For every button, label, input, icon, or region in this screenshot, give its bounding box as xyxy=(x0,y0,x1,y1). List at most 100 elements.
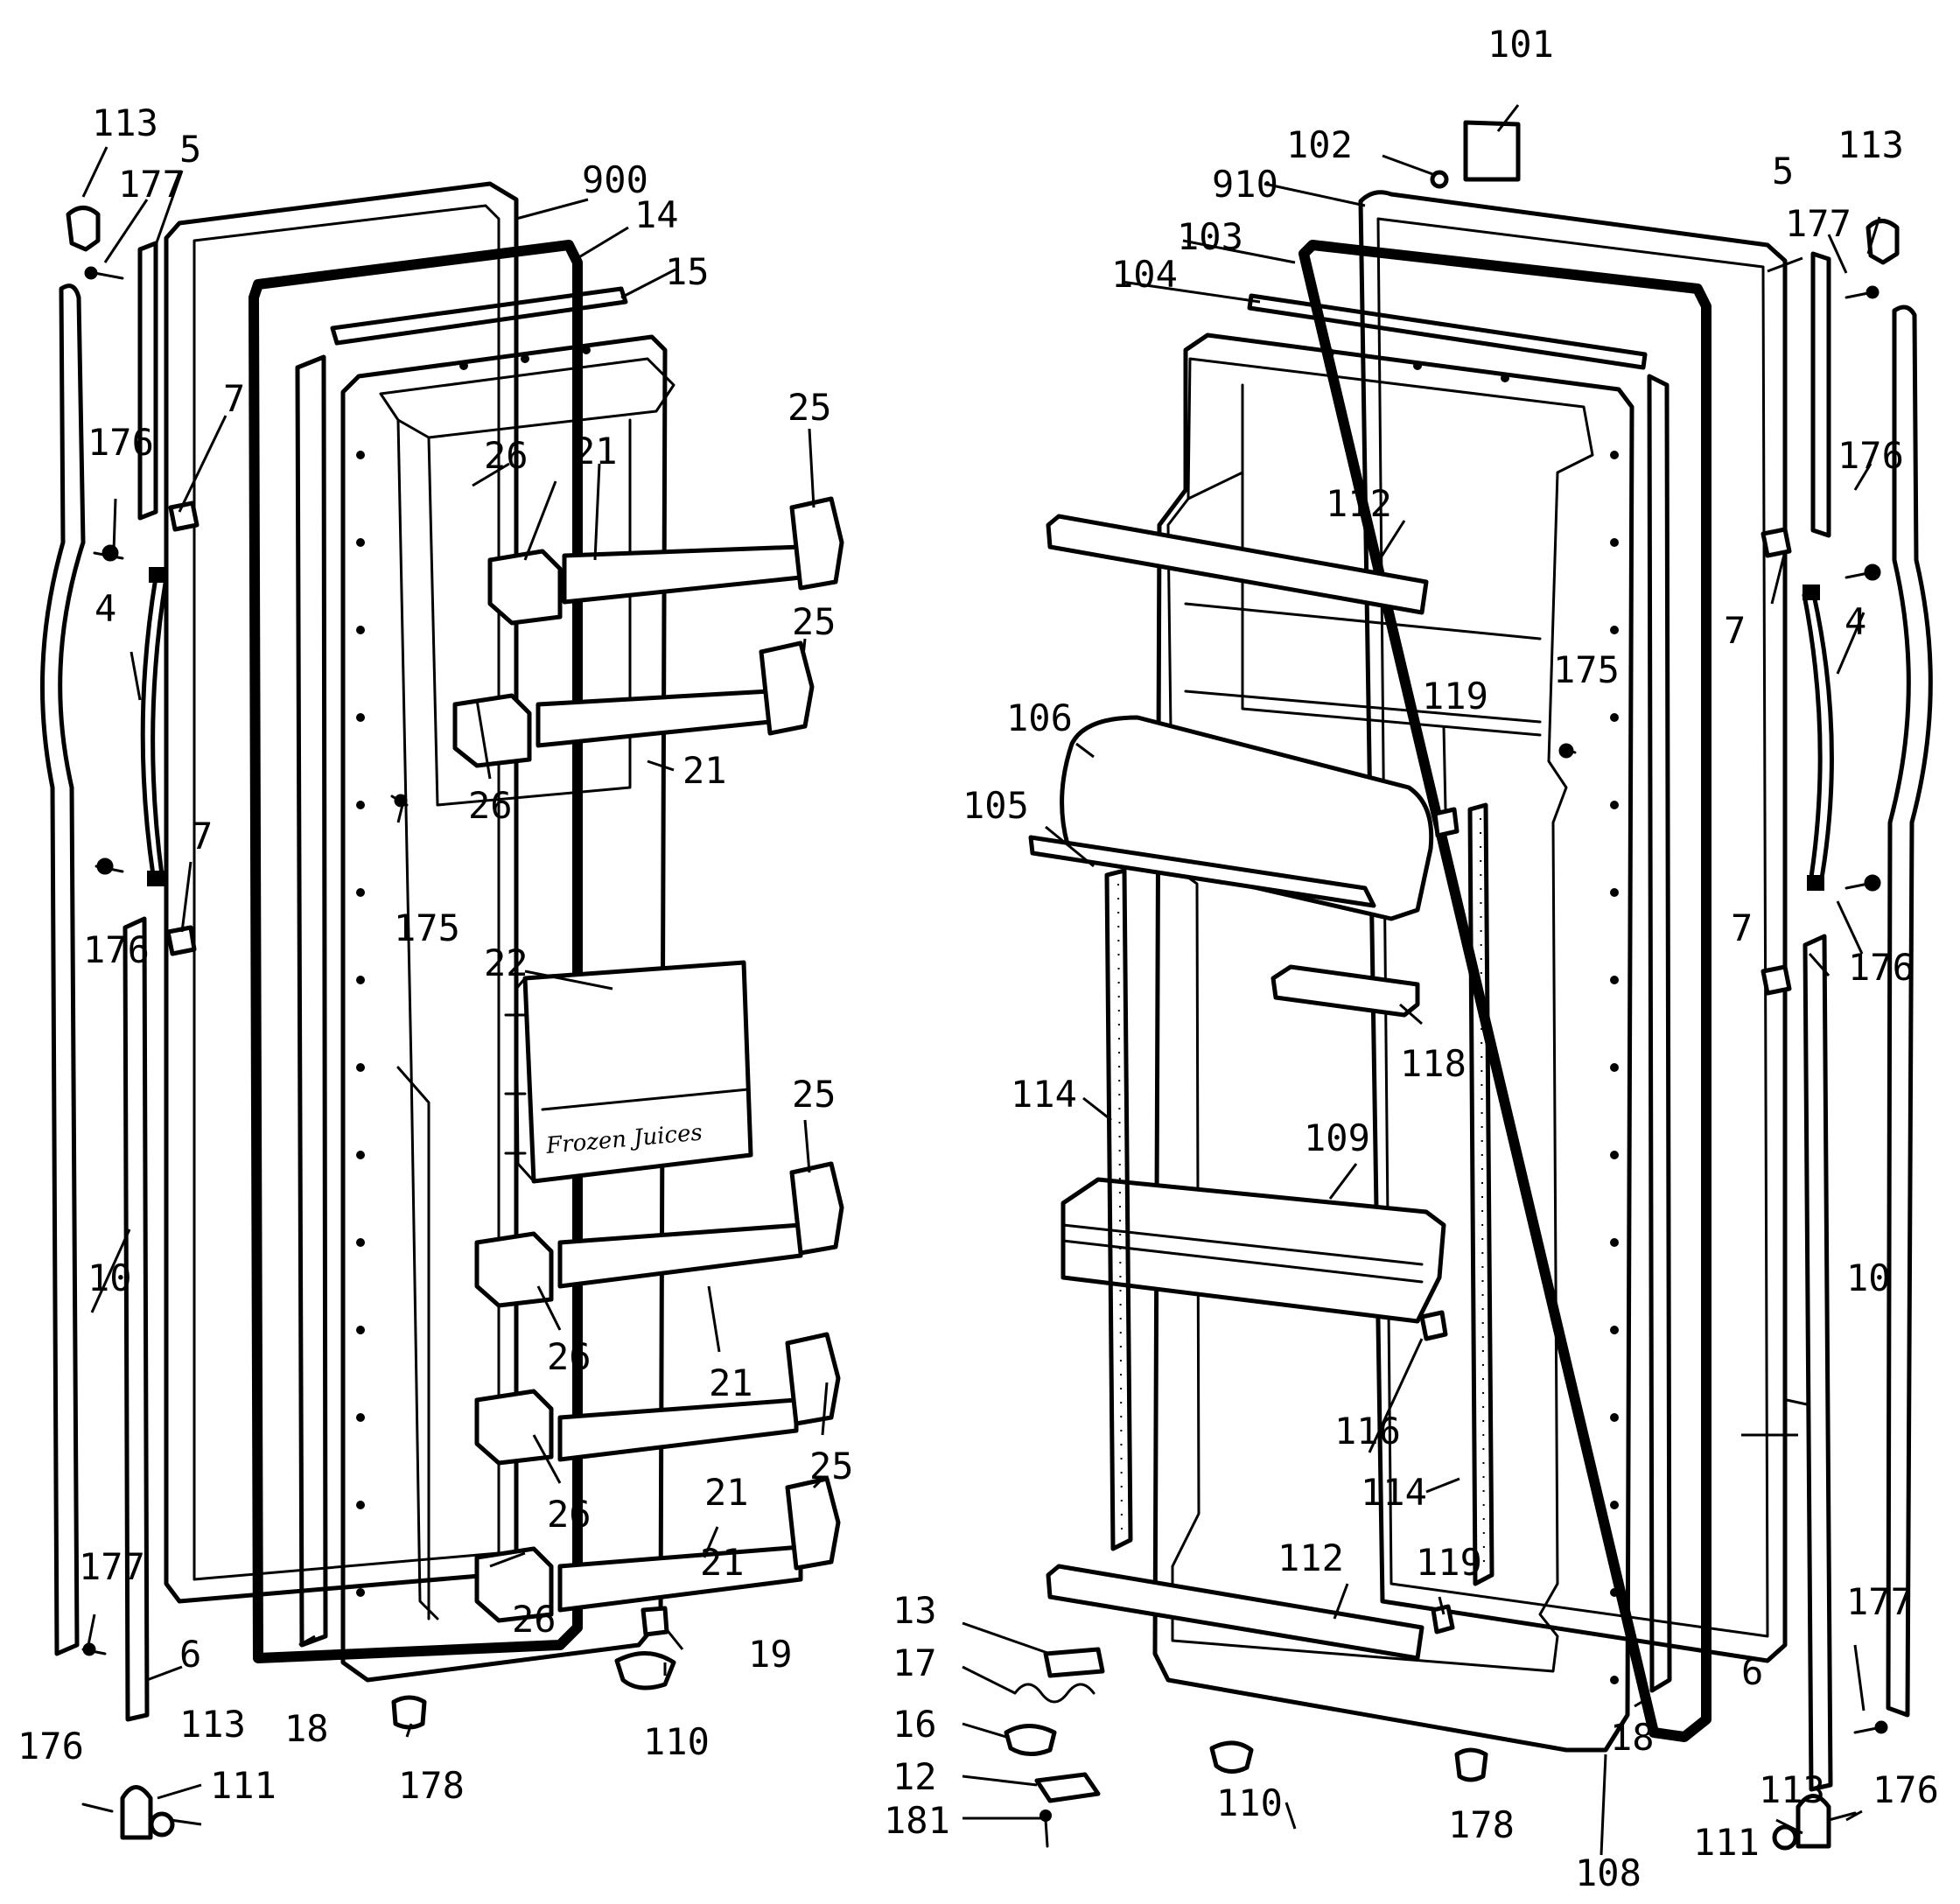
freezer-shelf-end-cap-5 xyxy=(785,1476,841,1571)
callout-22: 22 xyxy=(484,942,528,984)
callout-21-a: 21 xyxy=(573,430,618,472)
callout-113-d: 113 xyxy=(1759,1768,1825,1811)
fresh-food-trim-strip-top xyxy=(1810,251,1831,538)
hinge-spring-17 xyxy=(1013,1683,1096,1704)
freezer-cam-19 xyxy=(640,1606,669,1637)
callout-110-a: 110 xyxy=(643,1720,710,1763)
shelf-stop-upper xyxy=(1432,807,1460,838)
callout-18-b: 18 xyxy=(1610,1716,1655,1759)
callout-101: 101 xyxy=(1488,23,1554,66)
fresh-food-trim-strip-bottom xyxy=(1802,934,1833,1792)
callout-4: 4 xyxy=(94,587,116,630)
callout-13: 13 xyxy=(892,1589,937,1632)
fresh-food-outer-door-panel xyxy=(1358,190,1788,1663)
fresh-food-shelf-bar-top xyxy=(1046,514,1429,615)
callout-10-a: 10 xyxy=(88,1256,132,1299)
callout-119-b: 119 xyxy=(1416,1541,1482,1584)
callout-5-b: 5 xyxy=(1772,150,1794,192)
butter-dish xyxy=(1270,964,1420,1018)
freezer-shelf-5 xyxy=(474,1476,841,1623)
fresh-food-door-handle xyxy=(1802,592,1834,891)
freezer-shelf-rail-1 xyxy=(562,544,803,605)
callout-176-b: 176 xyxy=(83,928,150,971)
door-bin xyxy=(1060,1177,1446,1324)
fresh-food-outer-door-inner-edge xyxy=(1376,217,1769,1638)
hinge-washer-16 xyxy=(1004,1724,1057,1756)
freezer-door-gasket xyxy=(248,240,583,1663)
freezer-shelf-3 xyxy=(474,1161,844,1308)
callout-177-c: 177 xyxy=(1785,202,1852,245)
freezer-shelf-2 xyxy=(452,640,815,768)
callout-25-c: 25 xyxy=(792,1073,836,1116)
freezer-shelf-end-cap-1 xyxy=(789,496,844,591)
callout-104: 104 xyxy=(1111,253,1178,296)
fresh-food-inner-liner xyxy=(1152,332,1634,1753)
freezer-bushing xyxy=(149,1811,175,1838)
freezer-bottom-hinge xyxy=(120,1785,153,1840)
freezer-shelf-4 xyxy=(474,1332,841,1466)
fresh-food-bottom-hinge xyxy=(1796,1794,1831,1849)
callout-103: 103 xyxy=(1177,215,1243,258)
callout-25-d: 25 xyxy=(809,1445,854,1488)
freezer-door-stop-1 xyxy=(168,500,200,532)
fresh-food-bushing xyxy=(1772,1824,1798,1851)
callout-111-a: 111 xyxy=(210,1764,276,1807)
callout-21-c: 21 xyxy=(709,1362,753,1404)
callout-4-b: 4 xyxy=(1844,600,1866,643)
callout-113-c: 113 xyxy=(1838,123,1904,166)
callout-25-b: 25 xyxy=(792,600,836,643)
fresh-food-liner-screw-holes xyxy=(1326,348,1619,1684)
callout-114-a: 114 xyxy=(1011,1073,1077,1116)
callout-21-d: 21 xyxy=(704,1471,749,1514)
fresh-food-side-trim xyxy=(1886,304,1933,1718)
callout-176-c: 176 xyxy=(18,1725,84,1768)
callout-19: 19 xyxy=(748,1633,793,1676)
freezer-bottom-bumper xyxy=(614,1651,676,1690)
callout-6-b: 6 xyxy=(1741,1650,1763,1693)
juice-bin-front xyxy=(522,960,753,1184)
callout-18-a: 18 xyxy=(284,1707,329,1750)
callout-177: 177 xyxy=(118,163,185,206)
door-bin-front-edge xyxy=(1061,1223,1424,1284)
callout-178-b: 178 xyxy=(1448,1803,1515,1846)
callout-26-a: 26 xyxy=(484,434,528,477)
callout-111-b: 111 xyxy=(1693,1821,1760,1864)
callout-176-a: 176 xyxy=(88,421,154,464)
callout-26-d: 26 xyxy=(547,1493,592,1536)
callout-5: 5 xyxy=(179,128,201,171)
fresh-food-liner-shelf-grooves xyxy=(1184,602,1542,724)
callout-176-e: 176 xyxy=(1848,946,1914,989)
fresh-food-door-assembly xyxy=(1004,120,1933,1851)
dairy-compartment-cover xyxy=(1060,715,1434,921)
callout-102: 102 xyxy=(1286,123,1353,166)
callout-7-a: 7 xyxy=(223,377,245,420)
callout-16: 16 xyxy=(892,1703,937,1746)
callout-25-a: 25 xyxy=(788,386,832,429)
freezer-shelf-rail-5 xyxy=(557,1544,803,1613)
fresh-food-bottom-bumper xyxy=(1209,1740,1254,1774)
callout-119-a: 119 xyxy=(1422,675,1488,718)
callout-112-a: 112 xyxy=(1326,482,1392,525)
callout-175-b: 175 xyxy=(1553,648,1620,691)
freezer-inner-liner xyxy=(340,334,668,1683)
callout-900: 900 xyxy=(582,158,648,201)
freezer-trim-strip-top xyxy=(137,241,158,521)
fresh-food-screws xyxy=(1558,285,1888,1822)
fresh-food-handle-top-cap xyxy=(1802,584,1820,600)
fresh-food-door-gasket xyxy=(1298,240,1712,1742)
callout-176-d: 176 xyxy=(1838,434,1904,477)
callout-177-d: 177 xyxy=(1846,1580,1913,1623)
freezer-shelf-1 xyxy=(487,496,844,626)
callout-26-e: 26 xyxy=(512,1598,556,1641)
callout-108: 108 xyxy=(1575,1852,1642,1894)
callout-175-a: 175 xyxy=(394,906,460,949)
freezer-upper-bin-area xyxy=(427,418,632,807)
freezer-side-trim xyxy=(39,284,86,1656)
freezer-top-rail xyxy=(330,286,628,346)
callout-178-a: 178 xyxy=(398,1764,465,1807)
callout-109: 109 xyxy=(1304,1116,1370,1159)
light-switch-101 xyxy=(1463,120,1521,182)
fresh-food-shelf-bar-bottom xyxy=(1046,1564,1424,1661)
dairy-compartment-door xyxy=(1028,835,1376,908)
callout-116: 116 xyxy=(1334,1410,1401,1452)
